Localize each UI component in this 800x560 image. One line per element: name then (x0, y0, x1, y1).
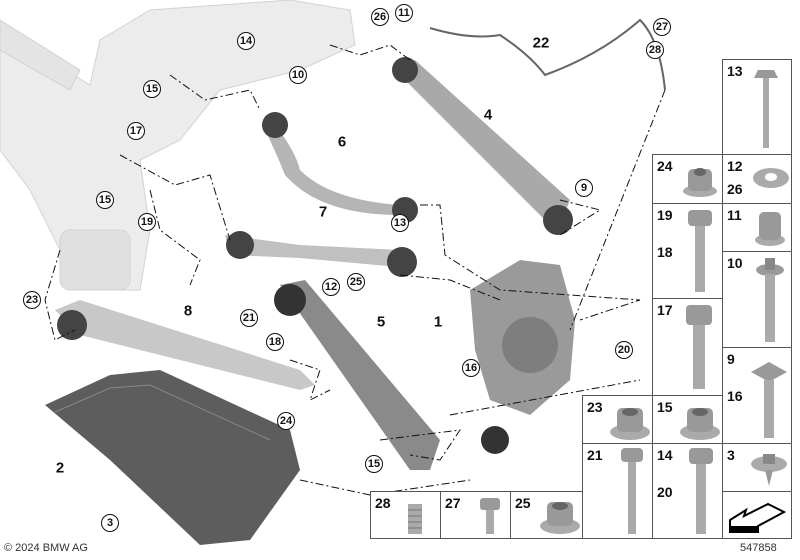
part-label: 11 (727, 207, 742, 223)
callout-14[interactable]: 14 (237, 32, 255, 50)
part-label: 21 (587, 447, 603, 463)
cap-nut-icon (755, 212, 785, 246)
callout-15[interactable]: 15 (143, 80, 161, 98)
wheel-carrier-1 (470, 260, 575, 454)
callout-10[interactable]: 10 (289, 66, 307, 84)
part-label: 17 (657, 302, 673, 318)
control-arm-7 (225, 231, 417, 277)
part-box-11[interactable]: 11 (722, 203, 792, 252)
part-box-25[interactable]: 25 (510, 491, 583, 539)
callout-13[interactable]: 13 (391, 214, 409, 232)
part-label: 12 (727, 158, 743, 174)
part-label: 23 (587, 399, 603, 415)
callout-4[interactable]: 4 (483, 106, 493, 124)
control-arm-8 (55, 300, 315, 390)
spring-icon (408, 504, 422, 534)
hex-bolt-icon (686, 305, 712, 389)
underbody-shield-2 (45, 370, 300, 545)
callout-28[interactable]: 28 (646, 41, 664, 59)
arrow-direction-icon (729, 502, 787, 533)
eccentric-bolt-icon (751, 362, 787, 438)
callout-18[interactable]: 18 (266, 333, 284, 351)
part-box-19-18[interactable]: 19 18 (652, 203, 723, 299)
callout-6[interactable]: 6 (337, 133, 347, 151)
control-arm-5 (274, 280, 440, 470)
flange-nut-icon (683, 168, 717, 197)
callout-26[interactable]: 26 (371, 8, 389, 26)
wheel-speed-sensor-22 (429, 18, 666, 331)
part-label: 3 (727, 447, 735, 463)
callout-15[interactable]: 15 (96, 191, 114, 209)
callout-21[interactable]: 21 (240, 309, 258, 327)
part-box-15[interactable]: 15 (652, 395, 723, 444)
long-bolt-icon (754, 70, 778, 148)
part-label: 20 (657, 484, 673, 500)
part-box-23[interactable]: 23 (582, 395, 653, 444)
callout-27[interactable]: 27 (653, 18, 671, 36)
part-label: 25 (515, 495, 531, 511)
rear-axle-subframe (0, 0, 356, 291)
copyright: © 2024 BMW AG (4, 542, 88, 554)
washer-icon (753, 168, 789, 188)
lock-nut-icon (680, 408, 720, 440)
part-box-27[interactable]: 27 (440, 491, 511, 539)
lock-nut-icon (610, 408, 650, 440)
callout-19[interactable]: 19 (138, 213, 156, 231)
diagram-number: 547858 (740, 542, 777, 554)
part-box-12-26[interactable]: 12 26 (722, 154, 792, 204)
small-bolt-icon (480, 498, 500, 534)
callout-11[interactable]: 11 (395, 4, 413, 22)
part-label: 15 (657, 399, 673, 415)
lock-nut-icon (540, 502, 580, 534)
part-label: 28 (375, 495, 391, 511)
long-bolt-icon (621, 448, 643, 534)
part-box-10[interactable]: 10 (722, 251, 792, 348)
hex-bolt-icon (689, 448, 713, 534)
part-label: 19 (657, 207, 673, 223)
part-box-direction-arrow (722, 491, 792, 539)
part-label: 13 (727, 63, 743, 79)
part-label: 24 (657, 158, 673, 174)
part-label: 10 (727, 255, 743, 271)
callout-7[interactable]: 7 (318, 203, 328, 221)
part-box-13[interactable]: 13 (722, 59, 792, 155)
callout-3[interactable]: 3 (101, 514, 119, 532)
part-box-17[interactable]: 17 (652, 298, 723, 396)
callout-9[interactable]: 9 (575, 179, 593, 197)
callout-12[interactable]: 12 (322, 278, 340, 296)
part-box-9-16[interactable]: 9 16 (722, 347, 792, 444)
callout-24[interactable]: 24 (277, 412, 295, 430)
part-box-28[interactable]: 28 (370, 491, 441, 539)
part-box-3[interactable]: 3 (722, 443, 792, 492)
callout-22[interactable]: 22 (532, 34, 550, 52)
part-box-14-20[interactable]: 14 20 (652, 443, 723, 539)
part-label: 27 (445, 495, 461, 511)
callout-16[interactable]: 16 (462, 359, 480, 377)
callout-15[interactable]: 15 (365, 455, 383, 473)
callout-2[interactable]: 2 (55, 459, 65, 477)
control-arm-4 (392, 57, 573, 235)
part-label: 16 (727, 388, 743, 404)
callout-5[interactable]: 5 (376, 313, 386, 331)
part-label: 18 (657, 244, 673, 260)
part-label: 14 (657, 447, 673, 463)
callout-23[interactable]: 23 (23, 291, 41, 309)
part-label: 9 (727, 351, 735, 367)
callout-20[interactable]: 20 (615, 341, 633, 359)
part-box-24[interactable]: 24 (652, 154, 723, 204)
callout-8[interactable]: 8 (183, 302, 193, 320)
part-box-21[interactable]: 21 (582, 443, 653, 539)
eccentric-bolt-icon (756, 258, 784, 342)
callout-25[interactable]: 25 (347, 273, 365, 291)
callout-17[interactable]: 17 (127, 122, 145, 140)
control-arm-6 (262, 112, 418, 223)
hex-bolt-icon (688, 210, 712, 292)
screw-clip-icon (751, 454, 787, 486)
part-label: 26 (727, 181, 743, 197)
callout-1[interactable]: 1 (433, 313, 443, 331)
